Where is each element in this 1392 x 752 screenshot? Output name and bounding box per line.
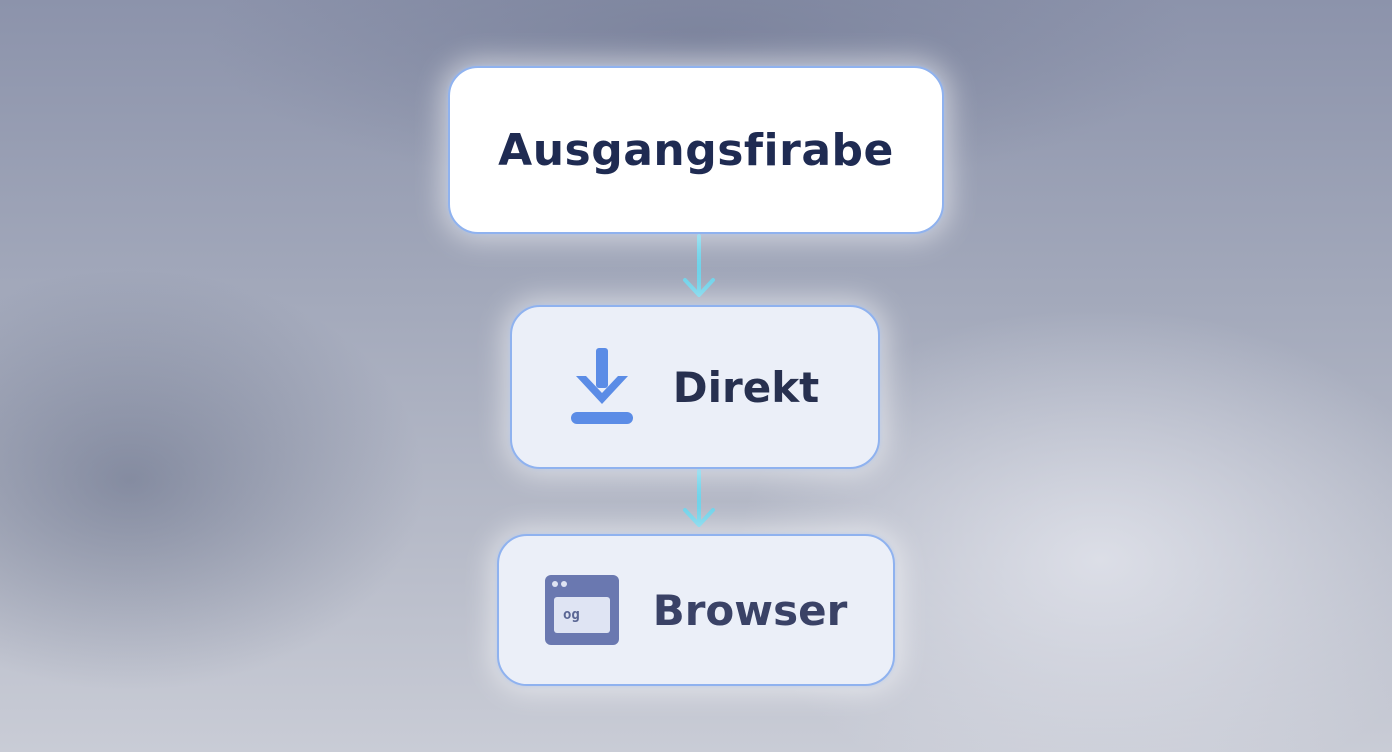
node-browser: og Browser	[497, 534, 895, 686]
node-label: Ausgangsfirabe	[498, 124, 894, 176]
edge-direct-to-browser	[683, 469, 715, 527]
node-label: Browser	[652, 585, 848, 635]
download-icon	[570, 348, 633, 424]
node-ausgangsfirabe: Ausgangsfirabe	[448, 66, 944, 234]
browser-window-icon: og	[544, 575, 619, 645]
node-direkt: Direkt	[510, 305, 880, 469]
browser-icon-text: og	[563, 607, 580, 623]
node-label: Direkt	[672, 362, 820, 412]
edge-start-to-direct	[683, 234, 715, 297]
